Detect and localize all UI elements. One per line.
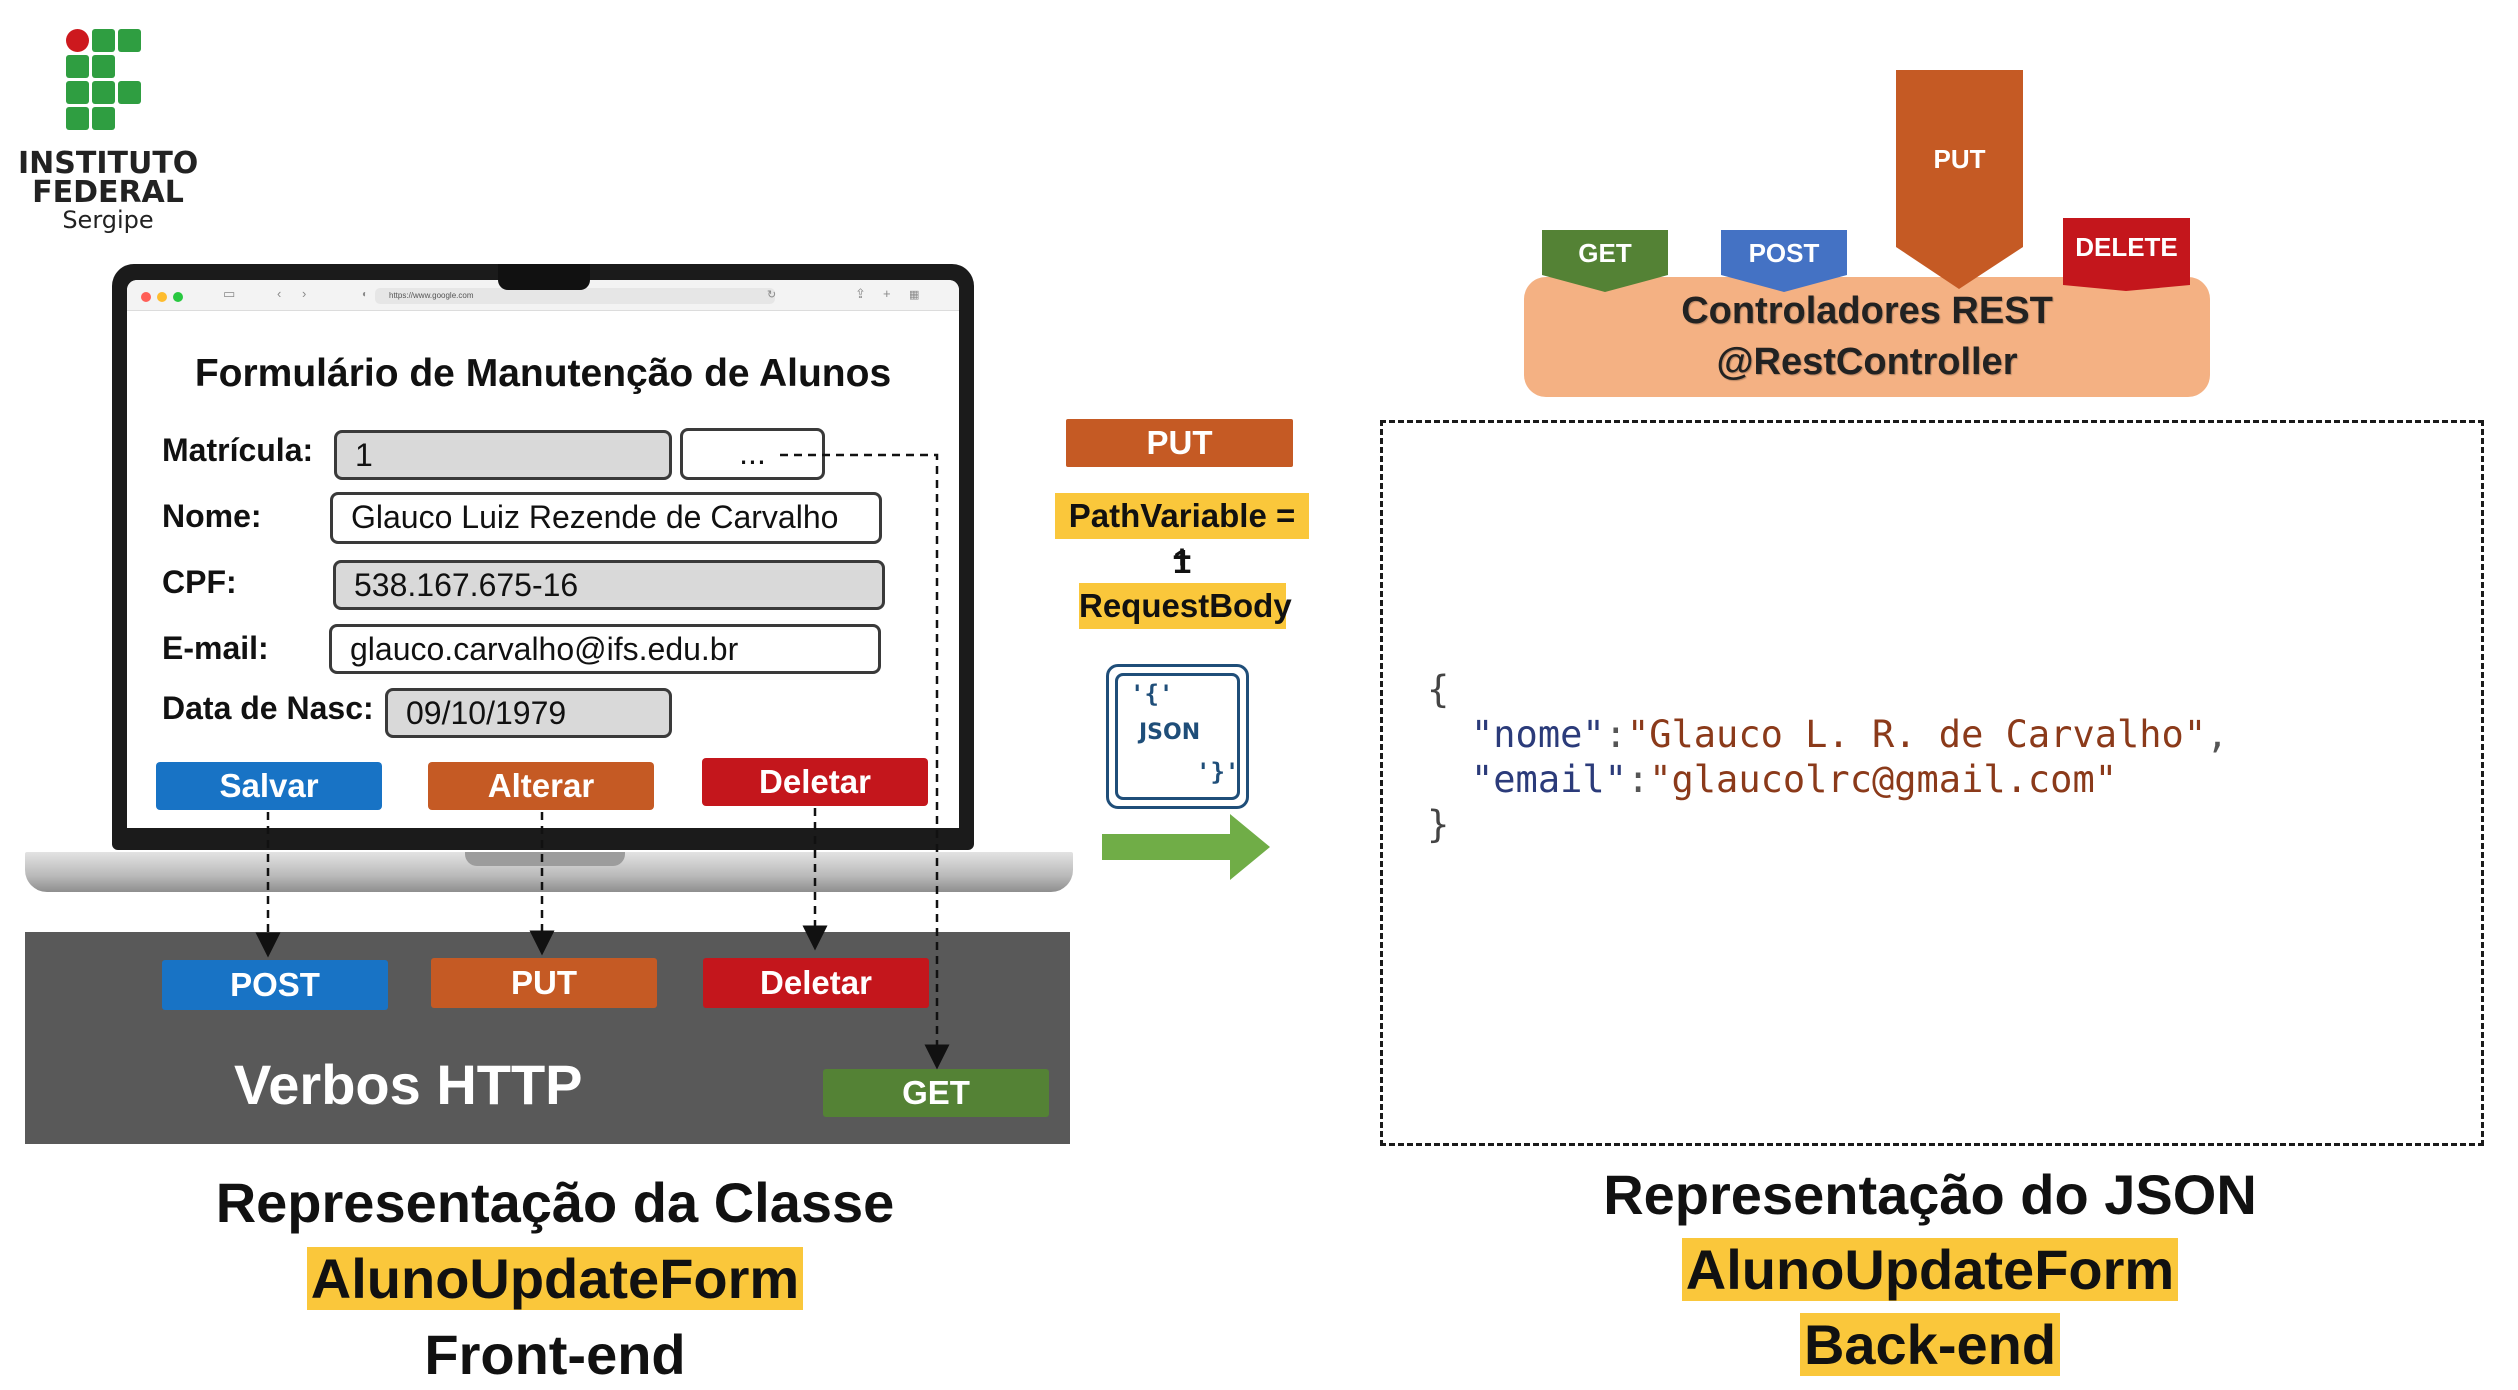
request-arrow xyxy=(1102,814,1270,880)
right-class-name-highlight: AlunoUpdateForm xyxy=(1681,1238,2179,1301)
address-bar[interactable]: https://www.google.com xyxy=(375,288,775,304)
put-verb: PUT xyxy=(431,958,657,1008)
right-caption-line2: AlunoUpdateForm xyxy=(1530,1237,2330,1302)
controller-annotation: @RestController xyxy=(1716,341,2018,383)
json-open-brace: { xyxy=(1427,668,1450,711)
json-icon-text: JSON xyxy=(1139,720,1201,745)
get-verb: GET xyxy=(823,1069,1049,1117)
cpf-label: CPF: xyxy=(162,564,237,600)
left-caption-line1: Representação da Classe xyxy=(215,1171,895,1234)
laptop-base-groove xyxy=(465,852,625,866)
logo-line-sergipe: Sergipe xyxy=(62,206,154,234)
right-caption-line1: Representação do JSON xyxy=(1603,1163,2257,1226)
form-to-verb-connectors xyxy=(255,453,950,1070)
http-verbs-title: Verbos HTTP xyxy=(234,1053,583,1116)
json-nome-value: "Glauco L. R. de Carvalho" xyxy=(1626,713,2207,756)
logo-square xyxy=(66,55,89,78)
controller-put-label: PUT xyxy=(1933,144,1986,174)
path-variable-label: PathVariable = 1 xyxy=(1055,493,1309,580)
logo-red-dot xyxy=(66,29,89,52)
json-icon-open-brace: '{' xyxy=(1130,680,1174,708)
left-class-name-highlight: AlunoUpdateForm xyxy=(306,1247,804,1310)
matricula-field[interactable]: 1 xyxy=(334,430,672,480)
left-caption-line3: Front-end xyxy=(424,1323,686,1386)
controller-method-tags xyxy=(1542,70,2190,292)
address-bar-url: https://www.google.com xyxy=(389,291,474,300)
email-field[interactable]: glauco.carvalho@ifs.edu.br xyxy=(329,624,881,674)
right-caption-line3: Back-end xyxy=(1530,1312,2330,1377)
logo-square xyxy=(92,81,115,104)
json-nome-line: "nome":"Glauco L. R. de Carvalho", xyxy=(1471,713,2229,756)
logo-square xyxy=(66,107,89,130)
share-icon[interactable]: ⇪ xyxy=(855,286,866,301)
email-label: E-mail: xyxy=(162,630,269,666)
lookup-to-get-arrow xyxy=(780,453,950,1070)
put-tag-shape xyxy=(1896,70,2023,289)
middle-put-label: PUT xyxy=(1066,419,1293,467)
forward-icon[interactable]: › xyxy=(302,286,307,301)
json-icon-close-brace: '}' xyxy=(1196,758,1240,786)
nome-label: Nome: xyxy=(162,498,262,534)
tab-overview-icon[interactable]: ▦ xyxy=(909,289,920,301)
salvar-button[interactable]: Salvar xyxy=(156,762,382,810)
laptop-camera-notch xyxy=(498,264,590,290)
backend-highlight: Back-end xyxy=(1799,1313,2061,1376)
logo-line-federal: FEDERAL xyxy=(32,175,184,210)
cpf-field[interactable]: 538.167.675-16 xyxy=(333,560,885,610)
post-tag-shape xyxy=(1721,230,1847,292)
left-caption-line2: AlunoUpdateForm xyxy=(155,1246,955,1311)
controller-post-label: POST xyxy=(1748,238,1820,268)
get-tag-shape xyxy=(1542,230,1668,292)
laptop-screen: ▭ ‹ › ◐ https://www.google.com ↻ ⇪ + ▦ F… xyxy=(127,280,959,828)
request-arrow-shape xyxy=(1102,814,1270,880)
deletar-verb: Deletar xyxy=(703,958,929,1008)
json-close-brace: } xyxy=(1427,803,1450,846)
logo-square xyxy=(66,81,89,104)
controller-title: Controladores REST xyxy=(1681,290,2053,332)
logo-square xyxy=(118,29,141,52)
logo-square xyxy=(92,55,115,78)
json-email-value: "glaucolrc@gmail.com" xyxy=(1649,758,2118,801)
back-icon[interactable]: ‹ xyxy=(277,286,282,301)
json-body-frame xyxy=(1380,420,2484,1146)
reload-icon[interactable]: ↻ xyxy=(767,289,777,301)
logo-square xyxy=(92,29,115,52)
delete-tag-shape xyxy=(2063,218,2190,291)
deletar-button[interactable]: Deletar xyxy=(702,758,928,806)
controller-get-label: GET xyxy=(1578,238,1632,268)
alterar-button[interactable]: Alterar xyxy=(428,762,654,810)
nome-field[interactable]: Glauco Luiz Rezende de Carvalho xyxy=(330,492,882,544)
controller-delete-label: DELETE xyxy=(2075,232,2178,262)
plus-sign: + xyxy=(1172,538,1192,575)
shield-icon: ◐ xyxy=(362,289,369,300)
new-tab-icon[interactable]: + xyxy=(883,286,891,301)
nasc-field[interactable]: 09/10/1979 xyxy=(385,688,672,738)
logo-square xyxy=(92,107,115,130)
matricula-label: Matrícula: xyxy=(162,432,314,468)
window-minimize-dot[interactable] xyxy=(157,292,167,302)
window-zoom-dot[interactable] xyxy=(173,292,183,302)
logo-line-instituto: INSTITUTO xyxy=(18,146,199,181)
json-email-line: "email":"glaucolrc@gmail.com" xyxy=(1471,758,2118,801)
sidebar-icon[interactable]: ▭ xyxy=(223,286,236,301)
request-body-label: RequestBody xyxy=(1079,583,1292,629)
post-verb: POST xyxy=(162,960,388,1010)
form-title: Formulário de Manutenção de Alunos xyxy=(194,352,892,395)
logo-square xyxy=(118,81,141,104)
json-nome-key: "nome" xyxy=(1471,713,1605,756)
nasc-label: Data de Nasc: xyxy=(162,690,374,726)
rest-controller-box xyxy=(1524,277,2210,397)
json-email-key: "email" xyxy=(1471,758,1627,801)
window-close-dot[interactable] xyxy=(141,292,151,302)
